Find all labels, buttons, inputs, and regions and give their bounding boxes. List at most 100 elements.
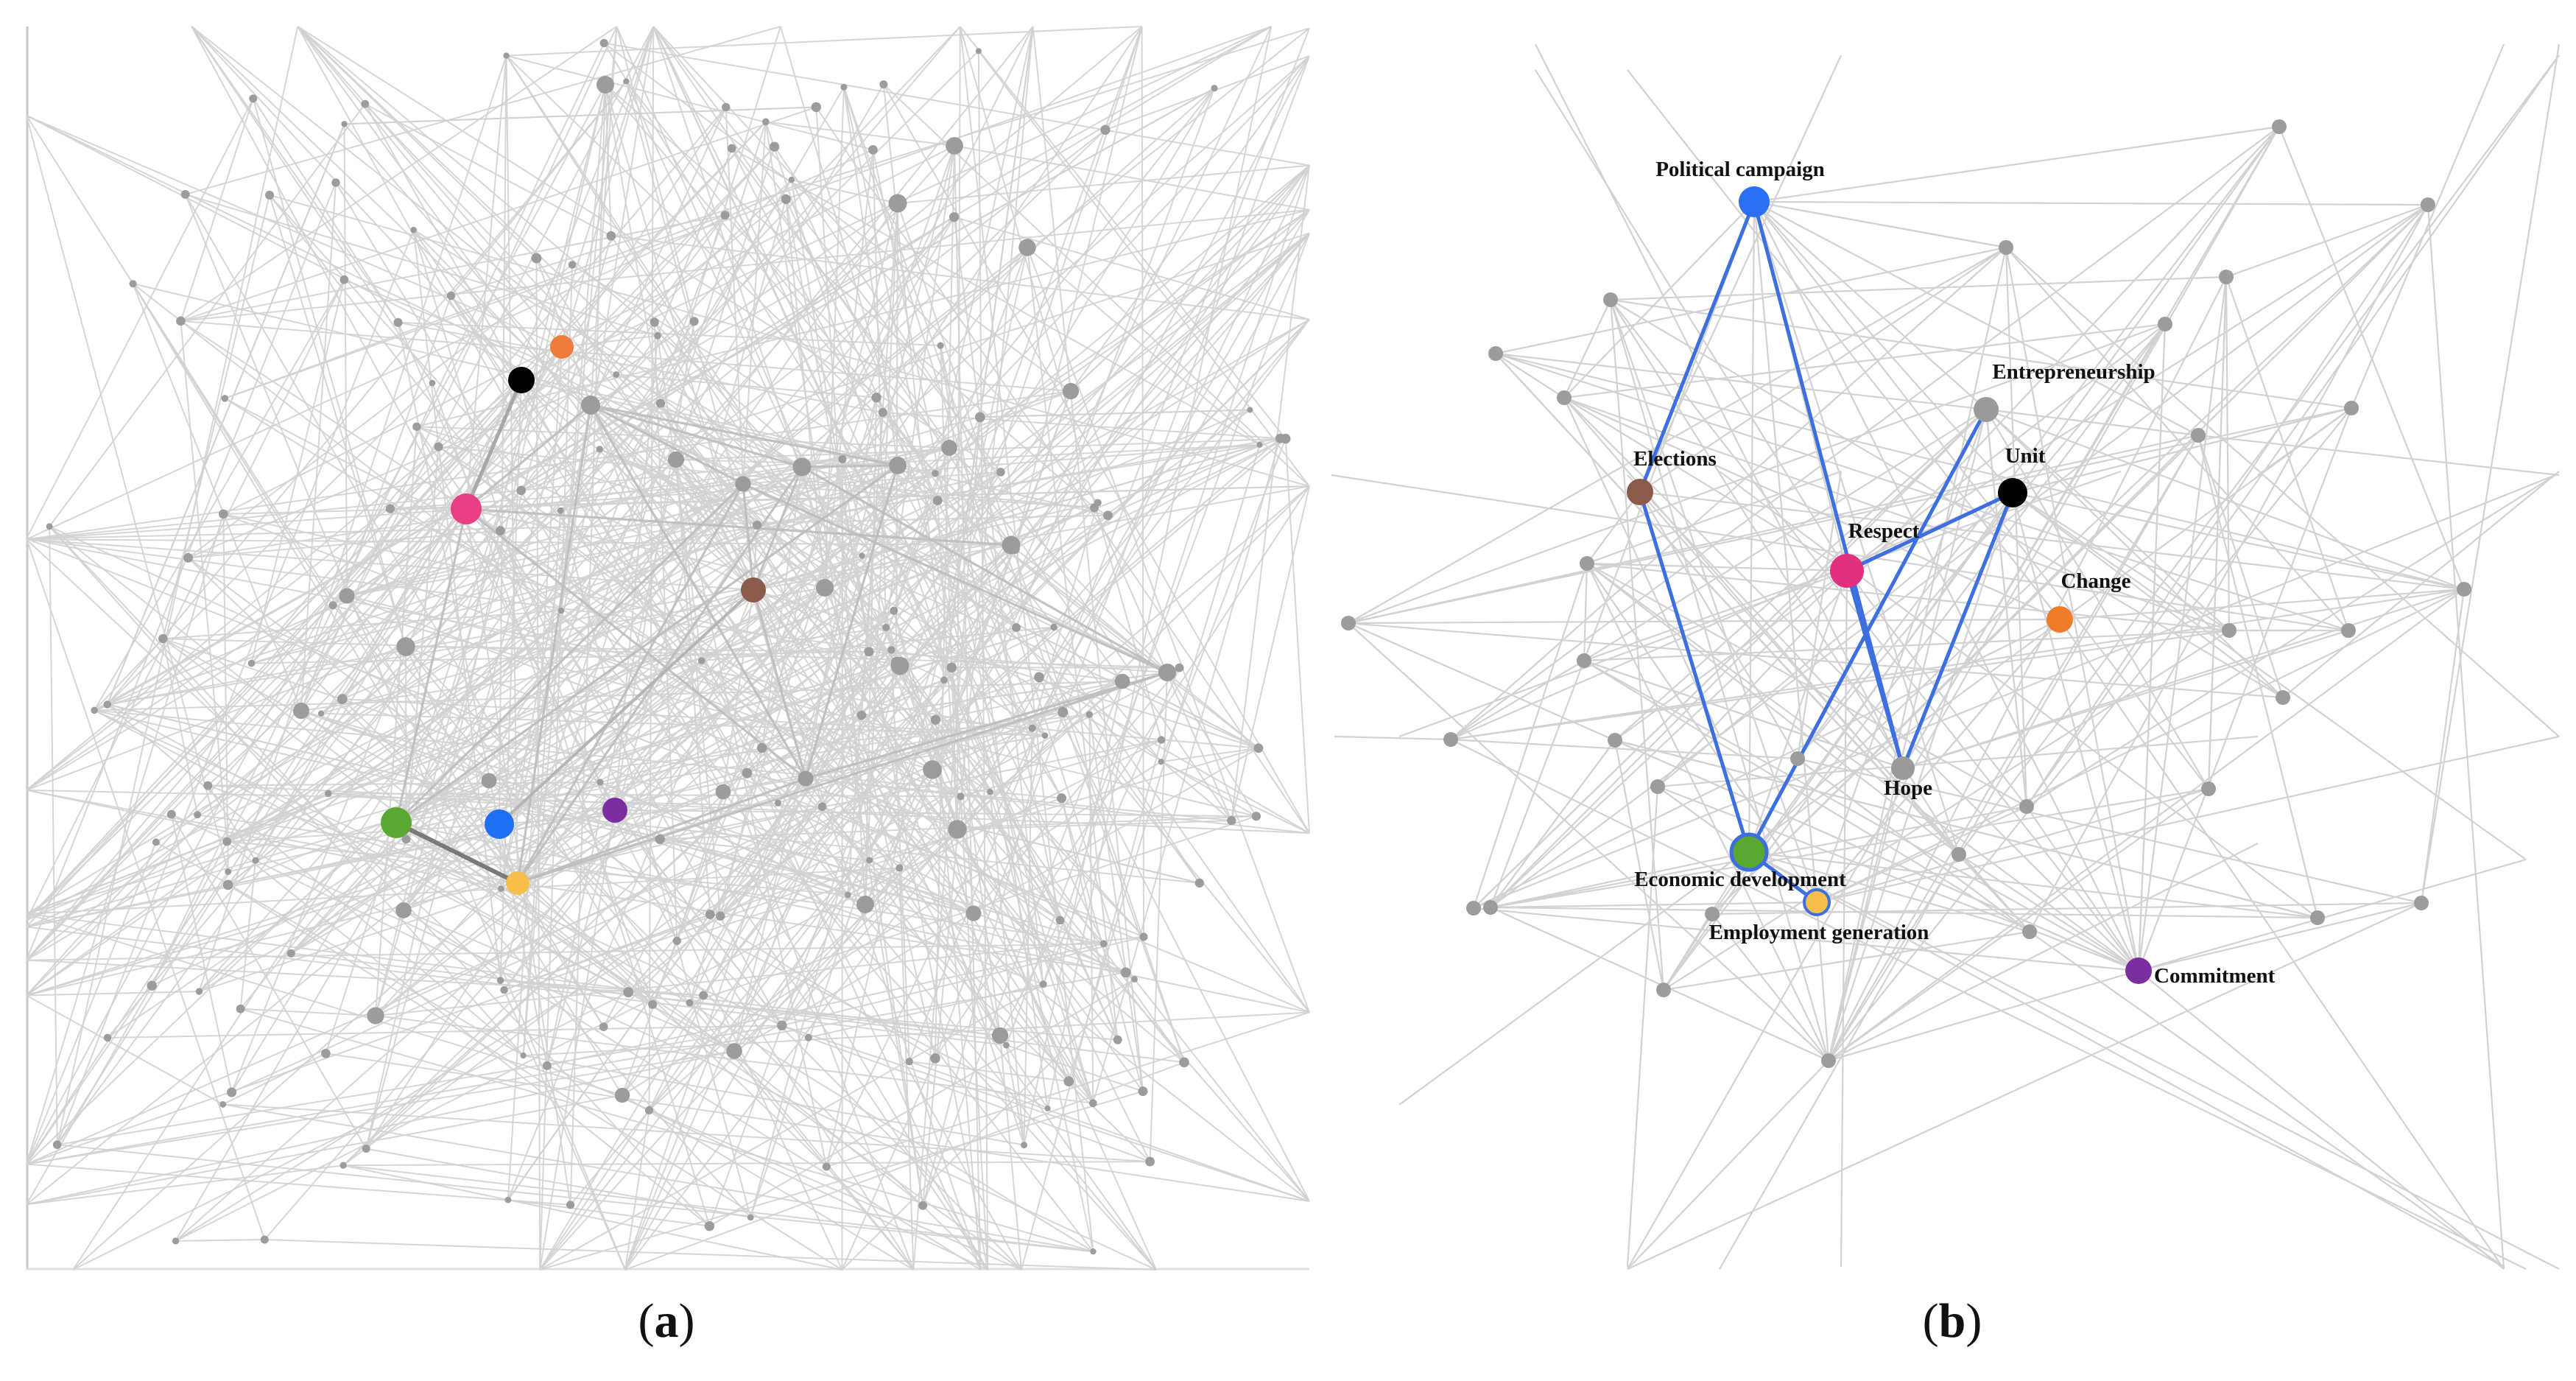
network-edge (1627, 1060, 1829, 1270)
network-edge (649, 1109, 988, 1271)
network-edge (395, 626, 1055, 823)
network-edge (395, 471, 1002, 823)
network-edge (346, 595, 1257, 818)
network-edge (499, 232, 1310, 825)
network-edge (1657, 492, 2013, 787)
network-edge (344, 106, 817, 125)
network-edge (1583, 660, 2139, 971)
network-edge (26, 789, 823, 808)
network-node (481, 773, 497, 789)
network-edge (187, 557, 490, 781)
network-edge (1985, 409, 2028, 807)
network-node (504, 1196, 512, 1203)
node-pink (451, 493, 482, 524)
network-edge (1563, 299, 1611, 398)
network-edge (343, 123, 862, 716)
network-edge (1038, 676, 1310, 834)
network-node (496, 526, 505, 535)
label-respect: Respect (1848, 519, 1920, 543)
node-yellow (506, 871, 529, 895)
network-node (103, 1033, 112, 1042)
network-edge (94, 638, 164, 711)
network-edge (188, 458, 843, 559)
network-node (225, 868, 232, 875)
network-edge (590, 404, 898, 467)
network-edge (56, 229, 415, 1145)
network-edge (227, 214, 726, 885)
network-edge (1828, 843, 2259, 1061)
network-edge (1711, 204, 2429, 915)
network-edge (517, 882, 1126, 974)
network-edge (1958, 55, 2560, 855)
network-edge (1828, 276, 2227, 1061)
network-edge (222, 1103, 1150, 1163)
label-elections: Elections (1633, 447, 1717, 471)
network-edge (614, 26, 1143, 811)
network-edge (675, 459, 722, 916)
network-edge (1753, 201, 1987, 410)
network-node (742, 767, 753, 779)
network-edge (191, 26, 522, 381)
network-node (222, 879, 233, 890)
network-edge (175, 86, 845, 1242)
network-edge (180, 26, 618, 322)
network-node (2019, 799, 2034, 814)
network-edge (804, 465, 899, 779)
network-edge (170, 814, 367, 1150)
network-edge (503, 88, 1215, 991)
network-node (434, 442, 443, 451)
network-edge (1753, 201, 2139, 971)
network-edge (605, 84, 661, 404)
network-edge (26, 98, 254, 539)
network-edge (1014, 26, 1143, 549)
network-edge (1610, 299, 2139, 971)
network-node (974, 412, 985, 423)
network-node (856, 710, 867, 720)
network-edge (269, 194, 1310, 488)
network-edge (162, 638, 199, 815)
network-node (948, 820, 967, 839)
network-node (568, 261, 577, 269)
network-edge (761, 747, 1094, 1104)
network-edge (841, 1058, 936, 1271)
network-node (1251, 812, 1261, 821)
network-edge (94, 279, 345, 711)
network-edge (781, 829, 958, 1027)
network-edge (1639, 55, 1842, 493)
network-node (252, 857, 259, 864)
network-edge (223, 485, 1310, 515)
node-black (508, 367, 535, 393)
network-node (166, 809, 176, 819)
network-node (331, 178, 340, 187)
network-edge (507, 778, 806, 1201)
network-edge (297, 26, 538, 259)
network-edge (26, 346, 563, 921)
network-node (1041, 732, 1049, 739)
network-node (1028, 724, 1036, 732)
network-node (845, 891, 851, 899)
network-edge-strong (464, 379, 524, 510)
network-edge (180, 320, 228, 842)
network-node (698, 657, 705, 664)
network-edge (290, 660, 703, 955)
network-edge (746, 772, 1157, 1271)
network-edge (415, 426, 989, 1271)
network-edge (1031, 233, 1310, 729)
network-node (941, 440, 957, 456)
network-node (599, 1022, 608, 1031)
network-edge (616, 26, 1070, 1082)
network-node (882, 623, 890, 632)
network-edge (228, 747, 762, 873)
network-edge (753, 589, 982, 1271)
network-edge (1748, 204, 2429, 853)
network-node (558, 607, 565, 614)
network-edge (297, 26, 1002, 473)
network-edge (868, 485, 1310, 861)
network-node (264, 190, 275, 200)
network-node (247, 659, 256, 667)
label-change: Change (2061, 569, 2130, 593)
network-edge (26, 106, 727, 1165)
network-edge (1231, 165, 1310, 821)
network-edge (1985, 409, 2284, 698)
network-edge (1535, 69, 1848, 572)
